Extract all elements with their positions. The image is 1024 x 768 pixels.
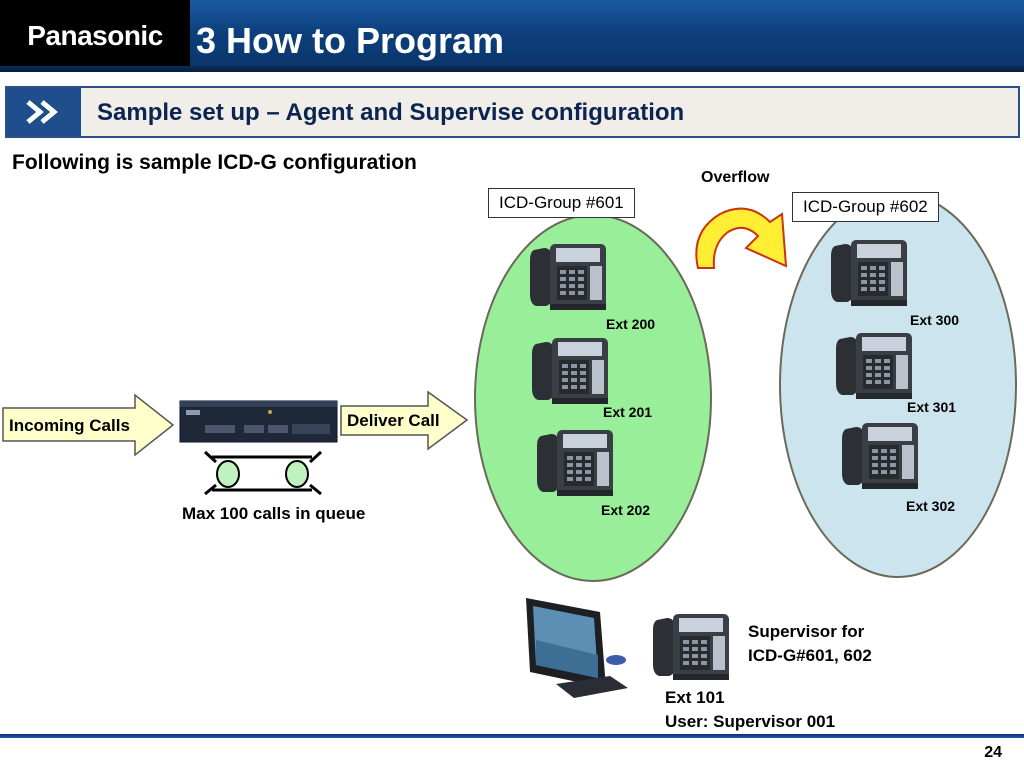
overflow-label: Overflow xyxy=(701,169,770,186)
ext-301-label: Ext 301 xyxy=(907,399,957,415)
phone-ext-202-icon xyxy=(537,430,613,496)
supervisor-pc-icon xyxy=(526,598,628,698)
footer-divider xyxy=(0,734,1024,738)
page-number: 24 xyxy=(984,744,1002,761)
group-602-label: ICD-Group #602 xyxy=(792,192,939,222)
ext-201-label: Ext 201 xyxy=(603,404,653,420)
deliver-call-label: Deliver Call xyxy=(347,411,440,430)
page-title: 3 How to Program xyxy=(196,20,505,61)
phone-ext-300-icon xyxy=(831,240,907,306)
phone-ext-201-icon xyxy=(532,338,608,404)
supervisor-ext-label: Ext 101 xyxy=(665,688,725,707)
queue-icon xyxy=(203,450,323,496)
ext-302-label: Ext 302 xyxy=(906,498,956,514)
incoming-calls-label: Incoming Calls xyxy=(9,416,130,435)
header-bar: Panasonic 3 How to Program xyxy=(0,0,1024,72)
logo-text: Panasonic xyxy=(27,20,163,51)
overflow-arrow xyxy=(695,207,788,269)
section-heading: Sample set up – Agent and Supervise conf… xyxy=(97,99,685,126)
supervisor-role-line2: ICD-G#601, 602 xyxy=(748,646,872,665)
supervisor-role-line1: Supervisor for xyxy=(748,622,865,641)
ext-300-label: Ext 300 xyxy=(910,312,960,328)
phone-ext-101-icon xyxy=(653,614,729,680)
ext-202-label: Ext 202 xyxy=(601,502,651,518)
section-heading-bar: Sample set up – Agent and Supervise conf… xyxy=(5,86,1020,138)
group-601-label: ICD-Group #601 xyxy=(488,188,635,218)
pbx-unit xyxy=(179,400,338,443)
phone-ext-200-icon xyxy=(530,244,606,310)
intro-text: Following is sample ICD-G configuration xyxy=(12,151,417,174)
incoming-calls-arrow xyxy=(2,393,175,457)
brand-logo: Panasonic xyxy=(0,0,190,72)
phone-ext-301-icon xyxy=(836,333,912,399)
supervisor-user-label: User: Supervisor 001 xyxy=(665,712,836,731)
phone-ext-302-icon xyxy=(842,423,918,489)
double-chevron-icon xyxy=(7,88,81,136)
deliver-call-arrow xyxy=(340,390,469,451)
ext-200-label: Ext 200 xyxy=(606,316,656,332)
queue-label: Max 100 calls in queue xyxy=(182,504,366,523)
